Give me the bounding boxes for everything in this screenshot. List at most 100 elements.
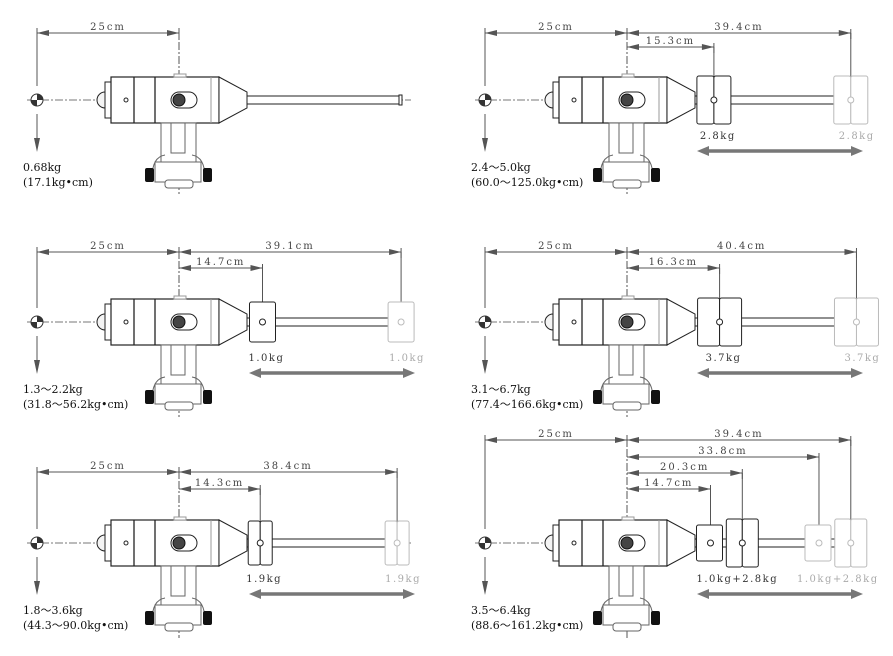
down-arrow-head [482, 138, 488, 152]
camera-drawing [96, 516, 403, 632]
arrowhead [844, 249, 857, 255]
top-tab [621, 295, 635, 300]
dimension-label: 25cm [90, 241, 126, 252]
camera-drawing [544, 73, 851, 189]
arrowhead [250, 265, 263, 271]
payload-mass: 3.1～6.7kg [471, 383, 531, 396]
counterweight-near [247, 520, 273, 566]
arrowhead [249, 589, 261, 599]
clamp-knob-icon [203, 168, 212, 182]
arrowhead [485, 437, 497, 443]
down-arrow-head [482, 581, 488, 595]
dimension-label: 25cm [538, 22, 574, 33]
counterweight-near [695, 518, 759, 568]
clamp-knob-icon [651, 168, 660, 182]
weight-label-near: 1.0kg+2.8kg [696, 574, 778, 585]
arrowhead [627, 486, 639, 492]
arrowhead [697, 589, 709, 599]
camera-drawing [96, 295, 403, 411]
end-cap [552, 303, 560, 341]
arrowhead [389, 249, 402, 255]
dimension-label: 20.3cm [660, 462, 709, 473]
weight-screw [710, 96, 718, 104]
arrowhead [179, 486, 191, 492]
arrowhead [167, 30, 179, 36]
counterweight-far [833, 297, 879, 347]
clamp-knob-icon [593, 611, 602, 625]
base-foot [164, 179, 194, 189]
pivot-quadrant [479, 94, 491, 106]
clamp-knob-icon [145, 168, 154, 182]
screw-icon [571, 319, 577, 325]
clamp-knob-icon [651, 611, 660, 625]
stem-inner [170, 344, 186, 376]
weight-screw [852, 318, 860, 326]
weight-screw [847, 96, 855, 104]
stem-inner [170, 565, 186, 597]
screw-icon [123, 540, 129, 546]
weight-label-far: 3.7kg [844, 353, 880, 364]
dimension-label: 14.7cm [196, 257, 245, 268]
dimension-label: 39.1cm [265, 241, 314, 252]
arrowhead [627, 454, 639, 460]
weight-label-far: 1.0kg [389, 353, 425, 364]
arrowhead [179, 249, 191, 255]
down-arrow-head [482, 360, 488, 374]
end-cap [552, 524, 560, 562]
clamp-knob-icon [593, 168, 602, 182]
down-arrow-head [34, 138, 40, 152]
lens-dome [544, 91, 554, 109]
arrowhead [627, 249, 639, 255]
arrowhead [730, 470, 743, 476]
dimension-label: 39.4cm [714, 429, 763, 440]
cone [666, 519, 696, 567]
counterweight-far [387, 301, 415, 343]
top-tab [621, 516, 635, 521]
arrowhead [485, 30, 497, 36]
weight-screw [706, 539, 714, 547]
dimension-label: 14.7cm [644, 478, 693, 489]
payload-moment: (60.0～125.0kg•cm) [471, 176, 583, 189]
arrowhead [698, 486, 711, 492]
payload-moment: (77.4～166.6kg•cm) [471, 398, 583, 411]
pivot-quadrant [479, 316, 491, 328]
screw-icon [123, 97, 129, 103]
arrowhead [627, 437, 639, 443]
down-arrow-head [34, 360, 40, 374]
screw-icon [571, 97, 577, 103]
base-foot [164, 622, 194, 632]
weight-screw [256, 539, 264, 547]
arrowhead [627, 265, 639, 271]
arrowhead [627, 44, 639, 50]
knob-icon [172, 536, 186, 550]
clamp-knob-icon [203, 390, 212, 404]
weight-screw [847, 539, 855, 547]
end-cap [104, 303, 112, 341]
payload-mass: 2.4～5.0kg [471, 161, 531, 174]
cone [218, 519, 248, 567]
payload-moment: (17.1kg•cm) [23, 176, 93, 189]
knob-icon [172, 93, 186, 107]
payload-mass: 1.8～3.6kg [23, 604, 83, 617]
arrowhead [806, 454, 819, 460]
cone [218, 76, 248, 124]
dimension-label: 38.4cm [263, 461, 312, 472]
arrowhead [851, 589, 863, 599]
pivot-quadrant [31, 537, 43, 549]
screw-icon [571, 540, 577, 546]
payload-mass: 0.68kg [23, 161, 61, 174]
weight-label-near: 1.9kg [246, 574, 282, 585]
counterweight-far [384, 520, 410, 566]
counterweight-near [248, 301, 276, 343]
weight-label-far: 2.8kg [839, 131, 875, 142]
lens-dome [96, 91, 106, 109]
lens-dome [96, 313, 106, 331]
payload-moment: (31.8～56.2kg•cm) [23, 398, 128, 411]
payload-mass: 3.5～6.4kg [471, 604, 531, 617]
arrowhead [248, 486, 261, 492]
base-foot [612, 179, 642, 189]
cone [218, 298, 248, 346]
dimension-label: 25cm [538, 429, 574, 440]
